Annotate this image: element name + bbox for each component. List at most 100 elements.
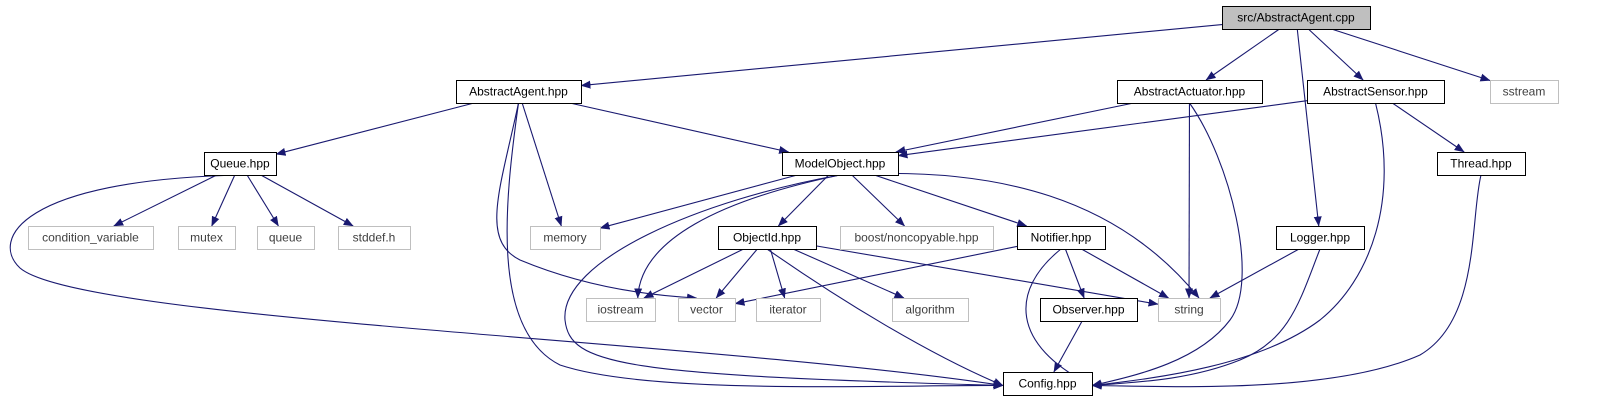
node-logger-hpp[interactable]: Logger.hpp — [1276, 226, 1365, 250]
node-label: Observer.hpp — [1052, 303, 1124, 317]
edge-abstractsensor_hpp-to-config_hpp — [1091, 102, 1385, 389]
node-abstractagent-hpp[interactable]: AbstractAgent.hpp — [456, 80, 582, 104]
edge-objectid_hpp-to-algorithm — [792, 248, 905, 299]
edge-logger_hpp-to-string — [1209, 248, 1300, 299]
edge-notifier_hpp-to-string — [1081, 248, 1169, 299]
node-box — [892, 298, 969, 322]
node-label: iostream — [597, 303, 643, 317]
edge-thread_hpp-to-config_hpp — [1091, 174, 1482, 390]
edge-abstractactuator_hpp-to-modelobject_hpp — [895, 102, 1134, 155]
edge-root-to-logger_hpp — [1296, 28, 1322, 227]
node-box — [1117, 80, 1263, 104]
edge-objectid_hpp-to-iterator — [769, 248, 786, 299]
node-label: vector — [690, 303, 723, 317]
node-box — [338, 226, 411, 250]
node-label: sstream — [1503, 85, 1546, 99]
edge-modelobject_hpp-to-string — [839, 172, 1200, 299]
node-observer-hpp[interactable]: Observer.hpp — [1040, 298, 1138, 322]
node-label: ModelObject.hpp — [795, 157, 886, 171]
node-box — [586, 298, 656, 322]
node-box — [1003, 372, 1093, 396]
node-algorithm: algorithm — [892, 298, 969, 322]
node-vector: vector — [678, 298, 736, 322]
node-label: memory — [543, 231, 586, 245]
node-root[interactable]: src/AbstractAgent.cpp — [1222, 6, 1371, 30]
node-box — [204, 152, 277, 176]
node-label: Thread.hpp — [1450, 157, 1512, 171]
edge-abstractsensor_hpp-to-thread_hpp — [1392, 102, 1465, 153]
node-label: Queue.hpp — [210, 157, 270, 171]
node-abstractsensor-hpp[interactable]: AbstractSensor.hpp — [1307, 80, 1445, 104]
node-stddef-h: stddef.h — [338, 226, 411, 250]
node-box — [530, 226, 601, 250]
node-box — [1158, 298, 1221, 322]
node-box — [178, 226, 236, 250]
edge-modelobject_hpp-to-memory — [599, 174, 798, 230]
edge-abstractagent_hpp-to-queue_hpp — [275, 102, 475, 156]
edge-objectid_hpp-to-string — [815, 245, 1159, 307]
node-memory: memory — [530, 226, 601, 250]
node-label: mutex — [190, 231, 223, 245]
edge-modelobject_hpp-to-boost_noncopyable — [851, 174, 905, 227]
edge-root-to-sstream — [1331, 28, 1491, 82]
edge-notifier_hpp-to-vector — [734, 245, 1018, 306]
node-label: ObjectId.hpp — [733, 231, 801, 245]
node-label: Logger.hpp — [1290, 231, 1350, 245]
node-label: src/AbstractAgent.cpp — [1237, 11, 1355, 25]
node-notifier-hpp[interactable]: Notifier.hpp — [1017, 226, 1106, 250]
node-label: Config.hpp — [1018, 377, 1076, 391]
node-label: stddef.h — [353, 231, 396, 245]
node-queue-hpp[interactable]: Queue.hpp — [204, 152, 277, 176]
node-modelobject-hpp[interactable]: ModelObject.hpp — [782, 152, 899, 176]
edge-queue_hpp-to-mutex — [211, 174, 236, 227]
node-thread-hpp[interactable]: Thread.hpp — [1437, 152, 1526, 176]
edge-queue_hpp-to-condition_variable — [113, 174, 218, 227]
node-string: string — [1158, 298, 1221, 322]
node-label: AbstractSensor.hpp — [1323, 85, 1428, 99]
node-box — [718, 226, 817, 250]
node-box — [678, 298, 736, 322]
edge-modelobject_hpp-to-notifier_hpp — [874, 174, 1028, 227]
node-label: algorithm — [905, 303, 954, 317]
edge-notifier_hpp-to-config_hpp — [1025, 248, 1093, 386]
edge-queue_hpp-to-queue — [246, 174, 279, 227]
edge-root-to-abstractagent_hpp — [580, 23, 1223, 89]
node-box — [1437, 152, 1526, 176]
node-label: boost/noncopyable.hpp — [854, 231, 978, 245]
node-box — [756, 298, 821, 322]
edges-layer — [9, 23, 1491, 390]
edge-logger_hpp-to-config_hpp — [1091, 248, 1321, 389]
node-objectid-hpp[interactable]: ObjectId.hpp — [718, 226, 817, 250]
node-label: iterator — [769, 303, 806, 317]
node-config-hpp[interactable]: Config.hpp — [1003, 372, 1093, 396]
node-label: Notifier.hpp — [1031, 231, 1092, 245]
node-label: AbstractActuator.hpp — [1134, 85, 1246, 99]
node-label: string — [1174, 303, 1203, 317]
edge-abstractagent_hpp-to-modelobject_hpp — [569, 102, 790, 154]
node-box — [456, 80, 582, 104]
node-abstractactuator-hpp[interactable]: AbstractActuator.hpp — [1117, 80, 1263, 104]
node-label: AbstractAgent.hpp — [469, 85, 568, 99]
node-box — [1222, 6, 1371, 30]
edge-modelobject_hpp-to-iostream — [634, 174, 841, 299]
edge-notifier_hpp-to-observer_hpp — [1064, 248, 1085, 299]
edge-modelobject_hpp-to-objectid_hpp — [777, 174, 830, 227]
node-box — [28, 226, 154, 250]
node-condition-variable: condition_variable — [28, 226, 154, 250]
node-iostream: iostream — [586, 298, 656, 322]
edge-modelobject_hpp-to-config_hpp — [564, 174, 1004, 390]
node-box — [1276, 226, 1365, 250]
node-mutex: mutex — [178, 226, 236, 250]
edge-queue_hpp-to-stddef_h — [260, 174, 354, 227]
edge-root-to-abstractsensor_hpp — [1307, 28, 1364, 81]
node-label: queue — [269, 231, 303, 245]
node-box — [1017, 226, 1106, 250]
node-box — [1307, 80, 1445, 104]
node-box — [1040, 298, 1138, 322]
node-box — [1490, 80, 1559, 104]
node-queue: queue — [257, 226, 315, 250]
node-box — [257, 226, 315, 250]
